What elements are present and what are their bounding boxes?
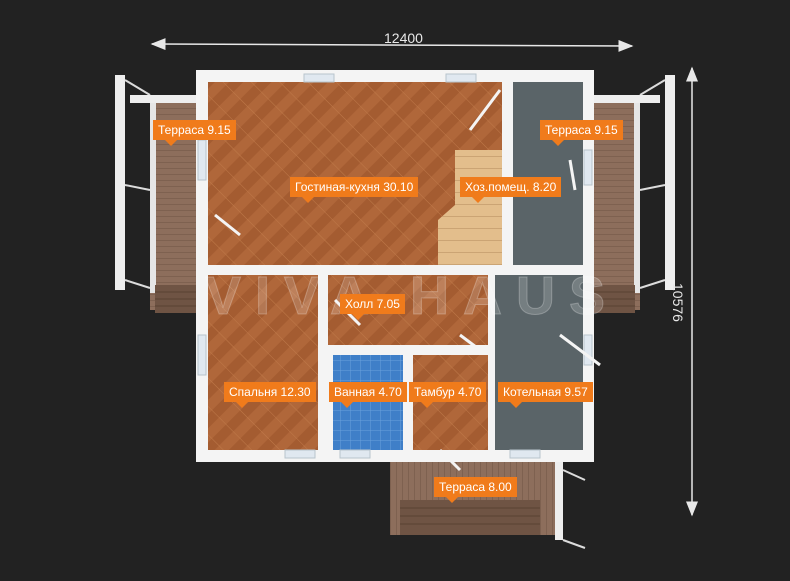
terrace-left-deck [115,75,200,313]
label-living-kitchen: Гостиная-кухня 30.10 [290,177,419,203]
label-bathroom: Ванная 4.70 [329,382,407,408]
watermark: VIVA HAUS [205,266,620,327]
label-utility: Хоз.помещ. 8.20 [460,177,562,203]
label-terrace-left: Терраса 9.15 [153,120,236,146]
terrace-bottom-deck [390,455,586,549]
dimension-height-label: 10576 [670,283,686,322]
bedroom-floor [208,275,318,450]
label-vestibule: Тамбур 4.70 [409,382,487,408]
label-hall: Холл 7.05 [340,294,405,320]
label-terrace-right: Терраса 9.15 [540,120,623,146]
dimension-width-arrow [150,38,634,52]
label-bedroom: Спальня 12.30 [224,382,316,408]
label-boiler: Котельная 9.57 [498,382,593,408]
dimension-width-label: 12400 [384,30,423,46]
boiler-floor [495,275,583,450]
label-terrace-bottom: Терраса 8.00 [434,477,517,503]
